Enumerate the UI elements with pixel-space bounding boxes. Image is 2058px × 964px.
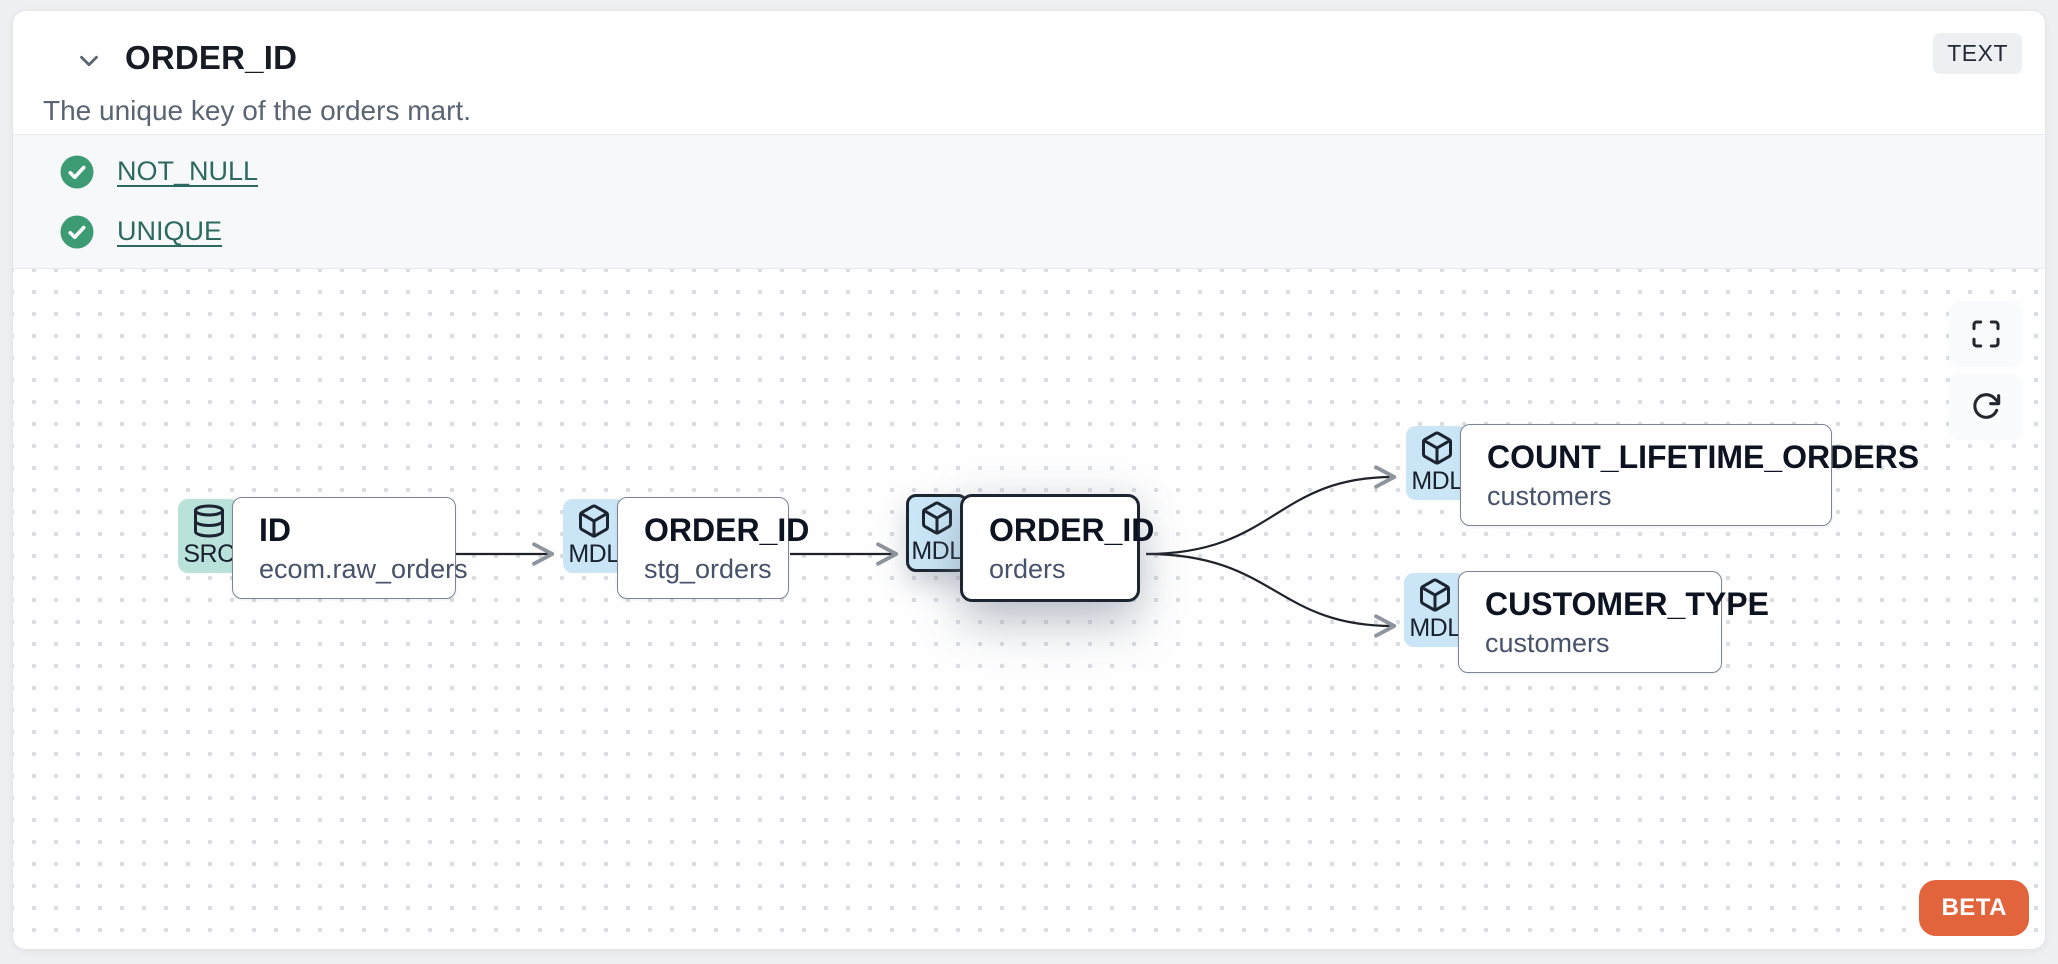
beta-badge: BETA bbox=[1919, 880, 2029, 936]
node-title: COUNT_LIFETIME_ORDERS bbox=[1487, 438, 1920, 475]
lineage-canvas[interactable]: SRC ID ecom.raw_orders MDL ORDER_ID stg_… bbox=[13, 269, 2045, 949]
node-card: ORDER_ID stg_orders bbox=[617, 497, 810, 599]
badge-label: MDL bbox=[1409, 614, 1461, 642]
node-subtitle: customers bbox=[1487, 480, 1612, 511]
source-badge: SRC bbox=[178, 499, 240, 573]
fullscreen-icon bbox=[1970, 318, 2002, 350]
lineage-node-orders-selected[interactable]: MDL ORDER_ID orders bbox=[906, 494, 1155, 602]
node-subtitle: ecom.raw_orders bbox=[259, 553, 468, 584]
test-row: NOT_NULL bbox=[59, 154, 2045, 190]
node-title: ID bbox=[259, 511, 291, 548]
model-badge: MDL bbox=[1406, 426, 1468, 500]
cube-icon bbox=[919, 500, 955, 536]
cube-icon bbox=[1419, 430, 1455, 466]
node-card: CUSTOMER_TYPE customers bbox=[1458, 571, 1769, 673]
node-title: ORDER_ID bbox=[989, 511, 1155, 548]
node-card: ID ecom.raw_orders bbox=[232, 497, 468, 599]
node-card: ORDER_ID orders bbox=[960, 494, 1155, 602]
reset-view-icon bbox=[1970, 391, 2002, 423]
check-circle-icon bbox=[59, 154, 95, 190]
badge-label: MDL bbox=[568, 540, 620, 568]
column-details-card: ORDER_ID TEXT The unique key of the orde… bbox=[12, 10, 2046, 950]
test-row: UNIQUE bbox=[59, 214, 2045, 250]
node-subtitle: orders bbox=[989, 553, 1066, 584]
lineage-node-count-lifetime-orders[interactable]: MDL COUNT_LIFETIME_ORDERS customers bbox=[1406, 424, 1920, 526]
fullscreen-button[interactable] bbox=[1949, 301, 2022, 367]
canvas-controls bbox=[1949, 301, 2022, 440]
chevron-down-icon bbox=[74, 46, 104, 76]
header: ORDER_ID TEXT The unique key of the orde… bbox=[13, 11, 2045, 134]
reset-view-button[interactable] bbox=[1949, 374, 2022, 440]
test-link-unique[interactable]: UNIQUE bbox=[117, 216, 223, 246]
node-subtitle: stg_orders bbox=[644, 553, 772, 584]
lineage-edges bbox=[456, 465, 1397, 638]
model-badge: MDL bbox=[906, 494, 968, 572]
tests-section: NOT_NULL UNIQUE bbox=[13, 134, 2045, 269]
database-icon bbox=[191, 503, 227, 539]
cube-icon bbox=[576, 503, 612, 539]
collapse-chevron-button[interactable] bbox=[65, 41, 113, 81]
column-description: The unique key of the orders mart. bbox=[43, 95, 471, 126]
node-title: CUSTOMER_TYPE bbox=[1485, 585, 1769, 622]
model-badge: MDL bbox=[1404, 573, 1466, 647]
badge-label: MDL bbox=[911, 537, 963, 565]
lineage-node-customer-type[interactable]: MDL CUSTOMER_TYPE customers bbox=[1404, 571, 1769, 673]
model-badge: MDL bbox=[563, 499, 625, 573]
node-title: ORDER_ID bbox=[644, 511, 810, 548]
node-card: COUNT_LIFETIME_ORDERS customers bbox=[1460, 424, 1920, 526]
column-type-badge: TEXT bbox=[1933, 33, 2022, 74]
badge-label: SRC bbox=[183, 540, 235, 568]
lineage-node-source-id[interactable]: SRC ID ecom.raw_orders bbox=[178, 497, 468, 599]
column-name-title: ORDER_ID bbox=[125, 39, 298, 76]
badge-label: MDL bbox=[1411, 467, 1463, 495]
node-subtitle: customers bbox=[1485, 627, 1610, 658]
cube-icon bbox=[1417, 577, 1453, 613]
test-link-not-null[interactable]: NOT_NULL bbox=[117, 156, 259, 186]
lineage-node-stg-orders[interactable]: MDL ORDER_ID stg_orders bbox=[563, 497, 810, 599]
check-circle-icon bbox=[59, 214, 95, 250]
